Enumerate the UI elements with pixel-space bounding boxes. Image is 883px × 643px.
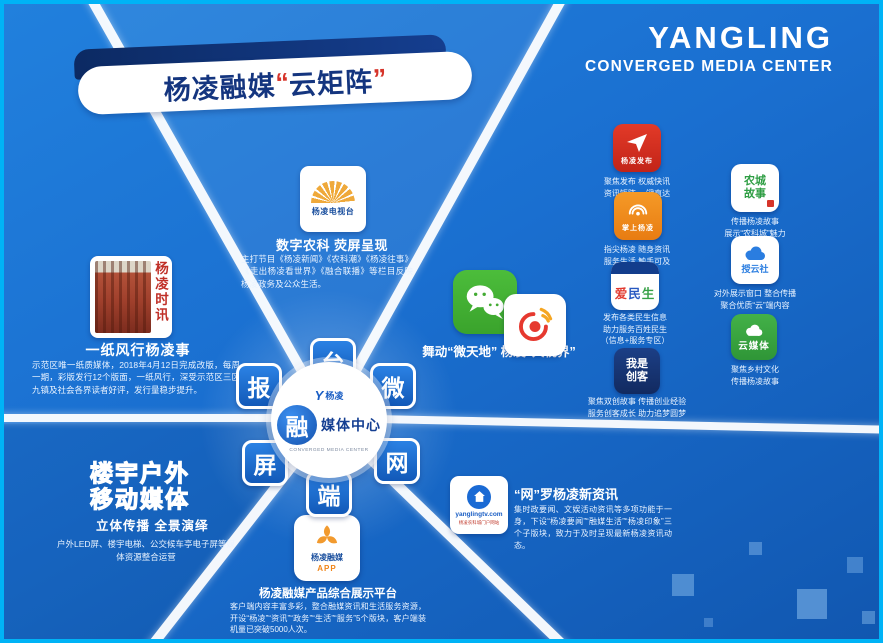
app-icon-label: 我是创客 [626,357,648,383]
hub-center: Y 杨凌 融 媒体中心 CONVERGED MEDIA CENTER [271,362,387,478]
house-globe-icon [467,484,491,509]
fingerprint-icon [628,204,648,216]
mobile-app-icon: 杨凌融媒 APP [294,515,360,581]
tv-title: 数字农科 荧屏呈现 [275,238,389,253]
banner-title-quoted: 云矩阵 [288,66,374,100]
app-caption: 聚焦双创故事 传播创业经验 服务创客成长 助力追梦圆梦 [587,397,687,418]
outdoor-title: 立体传播 全景演绎 [96,519,209,533]
app-caption: 指尖杨凌 随身资讯 服务生活 触手可及 [603,245,671,266]
hub-center-subtitle: CONVERGED MEDIA CENTER [289,447,369,453]
app-icon-shouyunshe: 授云社 [731,236,779,284]
app-icon-label: 杨凌融媒 [311,553,343,562]
website-domain: yanglingtv.com [455,510,503,518]
app-caption: 对外展示窗口 整合传播 聚合优质“云”端内容 [713,289,797,310]
app-icon-aiminsheng: 爱民生 [611,262,659,310]
cloud-icon [745,246,765,260]
hub-logo-mark: Y [314,387,324,403]
tv-station-icon: 杨凌电视台 [300,166,366,232]
brand-subtitle: CONVERGED MEDIA CENTER [584,58,833,75]
app-icon-yangling-fabu: 杨凌发布 [613,124,661,172]
hub-center-label: 媒体中心 [321,416,381,433]
weibo-icon [504,294,566,356]
hub-logo-text: 杨凌 [325,390,344,401]
wheat-fan-icon [311,181,355,203]
website-desc: 集时政要闻、文娱活动资讯等多项功能于一身，下设“杨凌要闻”“融媒生活”“杨凌印象… [514,505,672,550]
app-caption: 聚焦乡村文化 传播杨凌故事 [731,365,779,386]
website-title: “网”罗杨凌新资讯 [514,487,619,502]
app-platform-desc: 客户端内容丰富多彩，整合融媒资讯和生活服务资源，开设“杨凌”“资讯”“政务”“生… [230,602,426,635]
banner-quote-close: ” [372,62,388,94]
decor-square [847,557,863,573]
app-icon-woshichuangke: 我是创客 [614,348,660,394]
weibo-logo [519,307,553,341]
app-caption: 发布各类民生信息 助力服务百姓民生 （信息+服务专区） [600,313,670,346]
wechat-logo [466,285,504,320]
seal-icon [767,200,774,207]
outdoor-heading-line1: 楼宇户外 [89,459,190,486]
brand-block: YANGLING CONVERGED MEDIA CENTER [585,20,833,76]
hub-rong-badge: 融 [277,404,317,445]
banner-quote-open: “ [274,66,290,98]
house-icon [473,491,485,502]
app-caption: 传播杨凌故事 展示“农科城”魅力 [724,217,786,238]
brand-title: YANGLING [648,20,833,55]
app-icon-label: 农城故事 [744,174,766,200]
tv-desc: 主打节目《杨凌新闻》《农科潮》《杨凌往事》《走出杨凌看世界》《融合联播》等栏目反… [241,254,413,289]
app-icon-sublabel: APP [317,564,337,573]
minsheng-header-band [611,262,659,274]
app-icon-nongcheng-gushi: 农城故事 [731,164,779,212]
decor-square [797,589,827,619]
banner-title-prefix: 杨凌融媒 [163,70,277,106]
website-icon-subtitle: 杨凌农科城门户网站 [458,519,500,525]
newspaper-title: 一纸风行杨凌事 [85,342,191,358]
cloud-icon [746,324,763,336]
app-icon-label: 掌上杨凌 [622,225,654,232]
app-icon-label: 爱民生 [615,283,656,302]
newspaper-icon: 杨凌时讯 [90,256,172,338]
hub-node-wang: 网 [374,438,420,484]
app-platform-title: 杨凌融媒产品综合展示平台 [259,588,397,600]
outdoor-heading: 楼宇户外 移动媒体 [89,459,190,513]
website-icon: yanglingtv.com 杨凌农科城门户网站 [450,476,508,534]
wheat-swirl-icon [316,525,338,544]
app-icon-label: 授云社 [741,264,769,274]
app-icon-yunmeiti: 云媒体 [731,314,777,360]
decor-square [704,618,713,627]
newspaper-icon-label: 杨凌时讯 [153,261,168,323]
app-icon-zhangshang-yangling: 掌上杨凌 [614,192,662,240]
hub-logo: Y 杨凌 [315,388,344,403]
outdoor-heading-line2: 移动媒体 [89,486,190,513]
newspaper-photo [95,261,151,333]
app-icon-label: 云媒体 [738,340,770,352]
app-icon-label: 杨凌发布 [621,158,653,165]
decor-square [862,611,875,624]
tv-icon-label: 杨凌电视台 [311,207,355,216]
decor-square [749,542,762,555]
decor-square [672,574,694,596]
outdoor-desc: 户外LED屏、楼宇电梯、公交候车亭电子屏等媒体资源整合运营 [56,539,236,562]
paper-plane-icon [627,134,647,152]
newspaper-desc: 示范区唯一纸质媒体，2018年4月12日完成改版，每周一期，彩版发行12个版面，… [32,360,240,395]
hub-center-row: 融 媒体中心 [277,404,381,445]
